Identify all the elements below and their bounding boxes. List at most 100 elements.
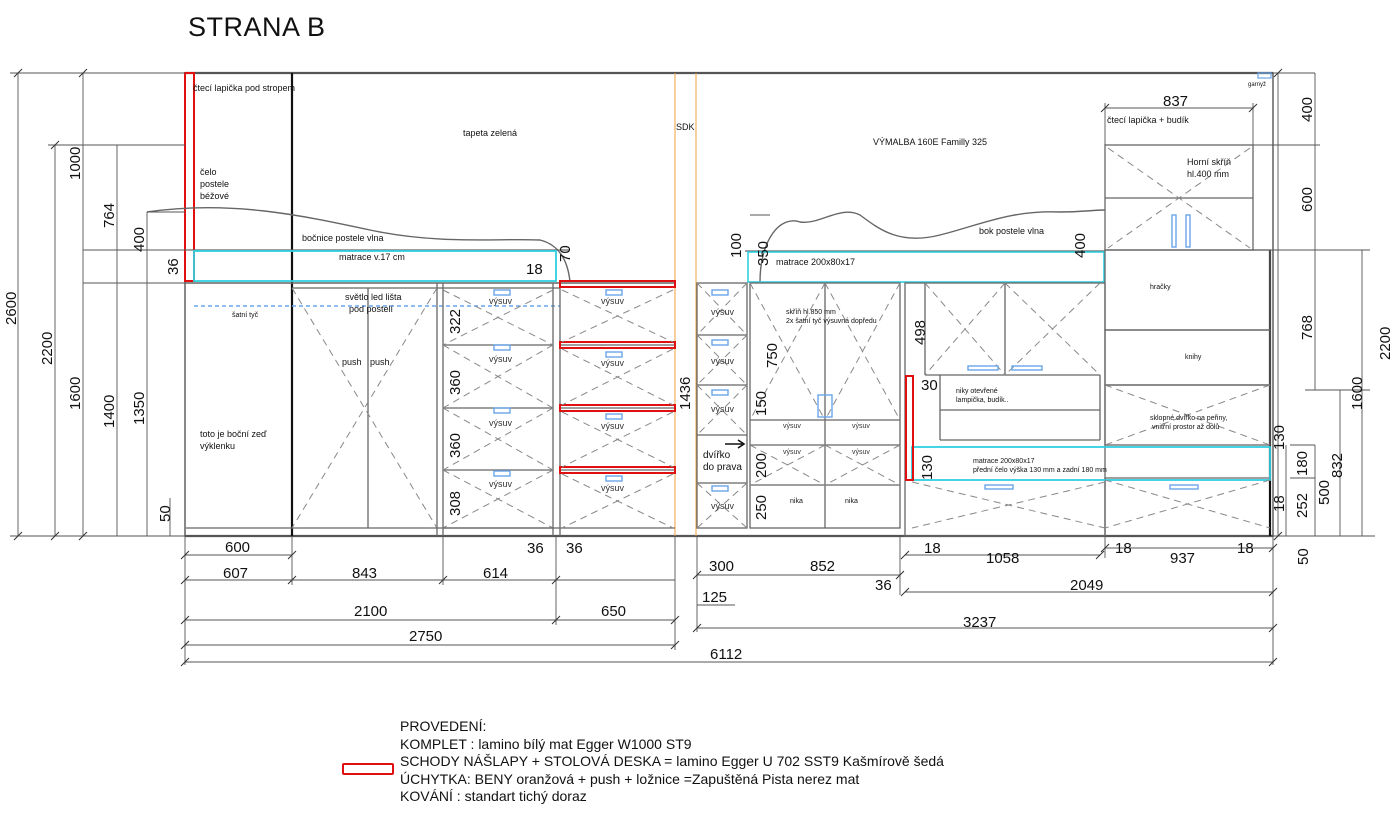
drawer-label: výsuv (711, 501, 735, 511)
note-text: knihy (1185, 354, 1202, 361)
dim-label: 2750 (409, 628, 442, 645)
note-text: VÝMALBA 160E Familly 325 (873, 137, 987, 147)
dim-label: 50 (157, 505, 174, 522)
dim-label: 837 (1163, 93, 1188, 110)
dim-label: 600 (225, 539, 250, 556)
furniture-elevation-drawing: čtecí lapička pod stropem tapeta zelená … (3, 68, 1394, 667)
note-text: čtecí lapička + budík (1107, 115, 1189, 125)
note-text: bok postele vlna (979, 226, 1044, 236)
dim-label: 2200 (1377, 327, 1394, 360)
dim-label: 130 (919, 455, 936, 480)
drawer-label: výsuv (711, 404, 735, 414)
note-text: bočnice postele vlna (302, 233, 384, 243)
door-direction-arrow (725, 439, 746, 449)
dim-label: 2200 (39, 332, 56, 365)
dim-label: 1600 (67, 377, 84, 410)
dim-label: 6112 (710, 646, 742, 663)
drawer-label: výsuv (852, 449, 870, 456)
dim-label: 30 (921, 377, 938, 394)
note-text: matrace 200x80x17 (776, 257, 855, 267)
dim-label: 180 (1294, 451, 1311, 476)
dim-label: 308 (447, 491, 464, 516)
dim-label: 607 (223, 565, 248, 582)
note-text: nika (790, 498, 803, 505)
note-text: sklopné dvířko na peřiny, (1150, 415, 1227, 422)
note-text: přední čelo výška 130 mm a zadní 180 mm (973, 467, 1107, 474)
note-text: šatní tyč (232, 312, 259, 319)
drawer-labels: výsuv výsuv výsuv výsuv výsuv výsuv výsu… (489, 296, 870, 511)
drawer-label: výsuv (783, 449, 801, 456)
drawer-label: výsuv (711, 307, 735, 317)
drawer-label: výsuv (852, 423, 870, 430)
note-text: hračky (1150, 284, 1171, 291)
drawer-label: výsuv (711, 356, 735, 366)
drawer-label: výsuv (489, 354, 513, 364)
note-text: Horní skříň (1187, 157, 1231, 167)
stairs-block (560, 344, 675, 471)
dim-label: 18 (1237, 540, 1254, 557)
dim-label: 350 (755, 241, 772, 266)
note-text: dvířko (703, 450, 731, 461)
note-text: lampička, budík.. (956, 397, 1009, 404)
dim-label: 498 (912, 320, 929, 345)
dim-label: 750 (764, 343, 781, 368)
note-text: 2x šatní tyč výsuvná dopředu (786, 318, 877, 325)
dim-label: 100 (728, 233, 745, 258)
dim-label: 764 (101, 203, 118, 228)
drawer-label: výsuv (489, 296, 513, 306)
dim-label: 36 (566, 540, 583, 557)
dim-label: 18 (1115, 540, 1132, 557)
horizontal-dimension-labels: 18 30 837 600 36 36 607 843 614 2100 650… (223, 93, 1254, 663)
note-text: garnyž (1248, 82, 1266, 88)
dim-label: 18 (924, 540, 941, 557)
legend-komplet: KOMPLET : lamino bílý mat Egger W1000 ST… (400, 735, 692, 752)
legend-schody: SCHODY NÁŠLAPY + STOLOVÁ DESKA = lamino … (400, 753, 944, 769)
dim-label: 50 (1295, 548, 1312, 565)
legend: PROVEDENÍ: KOMPLET : lamino bílý mat Egg… (400, 718, 944, 806)
drawer-handles (493, 214, 1199, 492)
note-text: hl.400 mm (1187, 169, 1229, 179)
note-text: výklenku (200, 441, 235, 451)
note-text: čtecí lapička pod stropem (193, 83, 295, 93)
dim-label: 852 (810, 558, 835, 575)
mattress-left (193, 250, 557, 282)
door-diagonals-right (696, 147, 1271, 529)
drawer-label: výsuv (601, 296, 625, 306)
note-text: skříň hl.850 mm (786, 309, 836, 316)
dim-label: 3237 (963, 614, 996, 631)
dim-label: 36 (875, 577, 892, 594)
dim-label: 1058 (986, 550, 1019, 567)
note-text: vnitřní prostor až dolů (1152, 423, 1219, 431)
dim-label: 130 (1271, 425, 1288, 450)
dim-label: 252 (1294, 493, 1311, 518)
dim-label: 400 (131, 227, 148, 252)
dimension-lines (10, 72, 1375, 665)
note-text: matrace 200x80x17 (973, 458, 1035, 465)
dim-label: 2600 (3, 292, 20, 325)
dim-label: 937 (1170, 550, 1195, 567)
sdk-partition (674, 73, 697, 536)
note-text: béžové (200, 191, 229, 201)
note-text: tapeta zelená (463, 128, 517, 138)
dim-label: 500 (1316, 480, 1333, 505)
red-stair-treads (559, 280, 676, 474)
dim-label: 300 (709, 558, 734, 575)
dim-label: 1600 (1349, 377, 1366, 410)
dim-label: 150 (753, 391, 770, 416)
dim-label: 322 (447, 309, 464, 334)
dim-label: 18 (526, 261, 543, 278)
note-text: do prava (703, 462, 742, 473)
note-text: světlo led lišta (345, 292, 402, 302)
note-text: pod postelí (349, 304, 394, 314)
drawer-label: výsuv (601, 358, 625, 368)
vertical-dimension-labels: 2600 2200 1600 1000 1400 764 1350 400 36… (3, 97, 1394, 565)
dim-label: 400 (1299, 97, 1316, 122)
drawer-label: výsuv (783, 423, 801, 430)
dim-label: 832 (1329, 453, 1346, 478)
legend-uchytka: ÚCHYTKA: BENY oranžová + push + ložnice … (400, 770, 860, 787)
dim-label: 360 (447, 370, 464, 395)
red-front-right (905, 375, 914, 481)
dim-label: 1350 (131, 392, 148, 425)
dim-label: 18 (1271, 495, 1288, 512)
note-text: push (342, 357, 362, 367)
